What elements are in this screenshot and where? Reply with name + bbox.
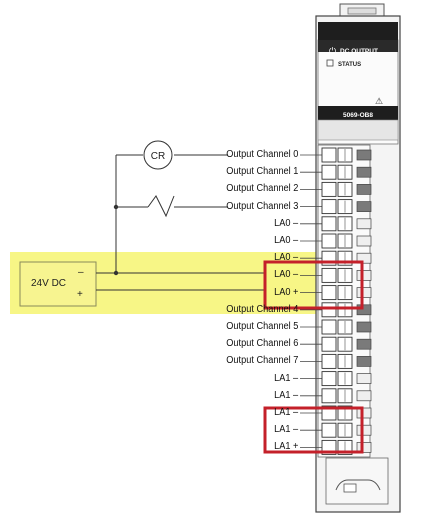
terminal-indicator xyxy=(356,390,372,402)
terminal-slot xyxy=(321,285,337,301)
wires xyxy=(96,154,266,291)
terminal-label: Output Channel 1 xyxy=(225,166,298,178)
terminal-label: Output Channel 2 xyxy=(225,183,298,195)
power-supply-minus: – xyxy=(78,267,84,278)
terminal-slot xyxy=(321,164,337,180)
terminal-label: Output Channel 4 xyxy=(225,303,298,315)
terminal-slot xyxy=(321,233,337,249)
terminal-slot xyxy=(321,422,337,438)
terminal-indicator xyxy=(356,149,372,161)
terminal-label: LA0 – xyxy=(273,269,298,281)
terminal-indicator xyxy=(356,218,372,230)
terminal-indicator xyxy=(356,287,372,298)
terminal-slot xyxy=(321,371,337,387)
terminal-indicator xyxy=(356,338,372,350)
terminal-label: Output Channel 7 xyxy=(225,355,298,367)
terminal-label: Output Channel 0 xyxy=(225,149,298,160)
junction-dot xyxy=(113,204,119,210)
warning-triangle-icon: ⚠ xyxy=(375,97,383,107)
terminal-indicator xyxy=(356,356,372,367)
terminal-label: Output Channel 6 xyxy=(225,338,298,350)
callout-la0-box xyxy=(263,260,364,310)
terminal-indicator xyxy=(356,424,372,436)
status-led-icon xyxy=(326,59,334,67)
cr-coil xyxy=(143,140,173,170)
power-supply-plus: + xyxy=(77,289,83,300)
terminal-slot xyxy=(321,199,337,215)
terminal-slot xyxy=(321,336,337,352)
terminal-indicator xyxy=(356,235,372,247)
terminal-indicator xyxy=(356,442,372,453)
terminal-label: LA0 – xyxy=(273,235,298,246)
cr-coil-label: CR xyxy=(151,151,165,162)
terminal-label: Output Channel 5 xyxy=(225,321,298,332)
terminal-indicator xyxy=(356,321,372,333)
terminal-slot xyxy=(321,267,337,283)
terminal-indicator xyxy=(356,304,372,316)
terminal-slot xyxy=(321,302,337,318)
terminal-indicator xyxy=(356,184,372,195)
terminal-label: LA0 + xyxy=(273,286,298,298)
terminal-slot xyxy=(321,388,337,404)
terminal-indicator xyxy=(356,201,372,212)
terminal-label: Output Channel 3 xyxy=(225,200,298,212)
status-label: STATUS xyxy=(338,62,361,68)
terminal-slot xyxy=(321,319,337,335)
terminal-slot xyxy=(321,147,337,163)
terminal-indicator xyxy=(356,252,372,264)
terminal-indicator xyxy=(356,407,372,419)
junction-dot xyxy=(113,270,119,276)
part-number: 5069-OB8 xyxy=(343,112,373,119)
terminal-indicator xyxy=(356,373,372,384)
terminal-indicator xyxy=(356,270,372,281)
terminal-slot xyxy=(321,181,337,197)
terminal-slot xyxy=(321,353,337,369)
terminal-label: LA1 – xyxy=(273,389,298,401)
terminal-label: LA1 – xyxy=(273,407,298,418)
terminal-slot xyxy=(321,216,337,232)
callout-la1-box xyxy=(263,406,364,454)
terminal-label: LA0 – xyxy=(273,217,298,229)
terminal-label: LA0 – xyxy=(273,252,298,264)
module-header-title: DC OUTPUT xyxy=(340,48,378,55)
terminal-label: LA1 – xyxy=(273,372,298,384)
terminal-label: LA1 + xyxy=(273,441,298,453)
power-supply-label: 24V DC xyxy=(31,278,66,289)
power-symbol-icon: ⏻ xyxy=(329,46,336,57)
power-supply-box xyxy=(19,261,97,307)
terminal-indicator xyxy=(356,166,372,178)
terminal-label: LA1 – xyxy=(273,424,298,436)
